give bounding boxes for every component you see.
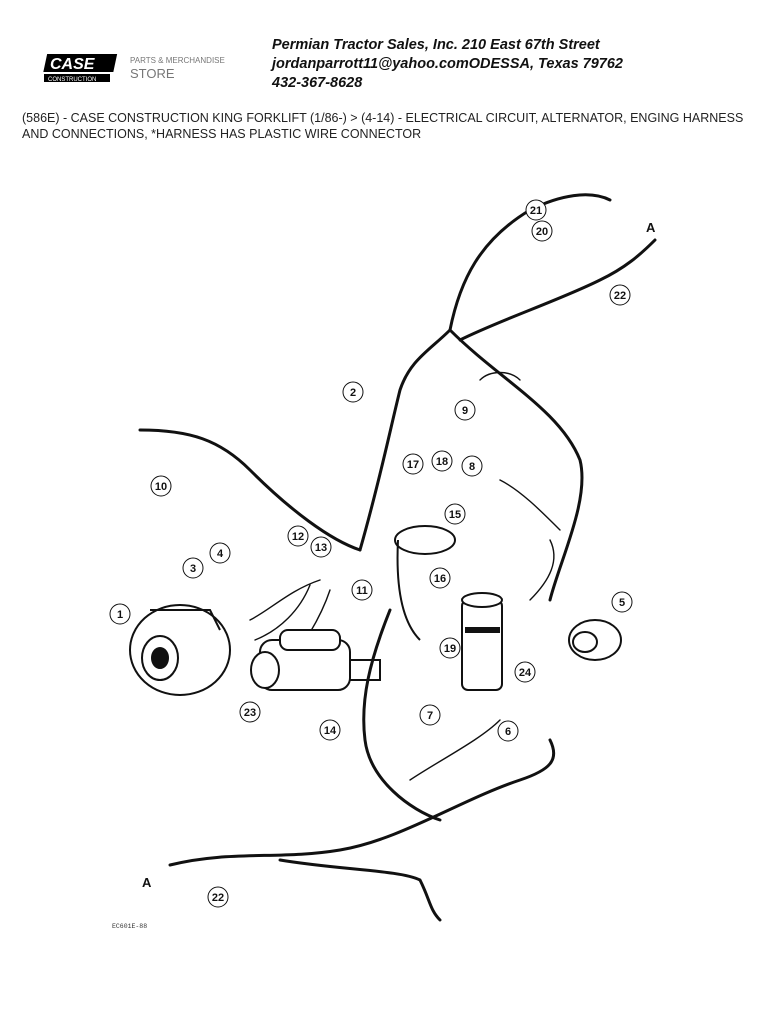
svg-text:15: 15 bbox=[449, 509, 461, 521]
svg-text:6: 6 bbox=[505, 726, 511, 738]
svg-text:8: 8 bbox=[469, 461, 475, 473]
case-logo-icon: CASE CONSTRUCTION PARTS & MERCHANDISE ST… bbox=[43, 54, 225, 83]
svg-text:24: 24 bbox=[519, 667, 532, 679]
svg-text:9: 9 bbox=[462, 405, 468, 417]
connector-label-a-top: A bbox=[646, 220, 656, 235]
callout-12: 12 bbox=[287, 525, 309, 547]
svg-text:21: 21 bbox=[530, 205, 542, 217]
svg-text:11: 11 bbox=[356, 585, 368, 597]
logo-sub: CONSTRUCTION bbox=[48, 77, 96, 83]
svg-text:1: 1 bbox=[117, 609, 123, 621]
callout-8: 8 bbox=[461, 455, 483, 477]
connector-label-a-bottom: A bbox=[142, 875, 152, 890]
disc-part-shape bbox=[568, 619, 622, 661]
callout-23: 23 bbox=[239, 701, 261, 723]
svg-text:16: 16 bbox=[434, 573, 446, 585]
callout-4: 4 bbox=[209, 542, 231, 564]
starter-motor-shape bbox=[250, 629, 381, 691]
callout-14: 14 bbox=[319, 719, 341, 741]
callout-5: 5 bbox=[611, 591, 633, 613]
harness-branch-right bbox=[448, 328, 584, 602]
callout-18: 18 bbox=[431, 450, 453, 472]
svg-text:14: 14 bbox=[324, 725, 337, 737]
callout-20: 20 bbox=[531, 220, 553, 242]
gauge-bracket-shape bbox=[394, 525, 456, 641]
svg-text:17: 17 bbox=[407, 459, 419, 471]
svg-text:7: 7 bbox=[427, 710, 433, 722]
callout-9: 9 bbox=[454, 399, 476, 421]
dealer-info: Permian Tractor Sales, Inc. 210 East 67t… bbox=[272, 36, 752, 93]
harness-branch-top bbox=[458, 238, 657, 342]
dealer-line1: Permian Tractor Sales, Inc. 210 East 67t… bbox=[272, 37, 600, 53]
svg-text:22: 22 bbox=[614, 290, 626, 302]
callout-17: 17 bbox=[402, 453, 424, 475]
callout-15: 15 bbox=[444, 503, 466, 525]
callout-22-bottom: 22 bbox=[207, 886, 229, 908]
harness-bottom-b bbox=[278, 858, 442, 922]
callout-2: 2 bbox=[342, 381, 364, 403]
svg-text:20: 20 bbox=[536, 226, 548, 238]
harness-lower bbox=[362, 608, 442, 822]
callout-7: 7 bbox=[419, 704, 441, 726]
svg-text:18: 18 bbox=[436, 456, 448, 468]
callout-10: 10 bbox=[150, 475, 172, 497]
dealer-phone: 432-367-8628 bbox=[272, 75, 363, 91]
page-title: (586E) - CASE CONSTRUCTION KING FORKLIFT… bbox=[22, 111, 744, 141]
svg-text:19: 19 bbox=[444, 643, 456, 655]
svg-text:4: 4 bbox=[217, 548, 224, 560]
logo-brand: CASE bbox=[50, 56, 96, 73]
callout-1: 1 bbox=[109, 603, 131, 625]
harness-branch-left bbox=[138, 428, 362, 552]
store-line2: STORE bbox=[130, 66, 175, 81]
callout-21: 21 bbox=[525, 199, 547, 221]
svg-text:22: 22 bbox=[212, 892, 224, 904]
svg-text:12: 12 bbox=[292, 531, 304, 543]
svg-text:23: 23 bbox=[244, 707, 256, 719]
drawing-code: EC601E-88 bbox=[112, 923, 148, 930]
svg-text:3: 3 bbox=[190, 563, 196, 575]
callout-16: 16 bbox=[429, 567, 451, 589]
store-line1: PARTS & MERCHANDISE bbox=[130, 56, 225, 65]
svg-text:10: 10 bbox=[155, 481, 167, 493]
svg-text:2: 2 bbox=[350, 387, 356, 399]
callout-6: 6 bbox=[497, 720, 519, 742]
callout-22-top: 22 bbox=[609, 284, 631, 306]
main-harness bbox=[358, 193, 612, 552]
callout-13: 13 bbox=[310, 536, 332, 558]
callout-11: 11 bbox=[351, 579, 373, 601]
dealer-email-city: jordanparrott11@yahoo.comODESSA, Texas 7… bbox=[272, 56, 623, 72]
harness-bottom-22 bbox=[168, 738, 556, 867]
svg-text:5: 5 bbox=[619, 597, 625, 609]
callout-19: 19 bbox=[439, 637, 461, 659]
alternator-shape bbox=[129, 604, 231, 696]
wiring-diagram: 1 2 3 4 5 6 7 8 9 10 11 12 13 14 15 16 1… bbox=[109, 193, 657, 922]
callout-3: 3 bbox=[182, 557, 204, 579]
svg-text:13: 13 bbox=[315, 542, 327, 554]
filter-canister-shape bbox=[461, 592, 503, 691]
callout-24: 24 bbox=[514, 661, 536, 683]
